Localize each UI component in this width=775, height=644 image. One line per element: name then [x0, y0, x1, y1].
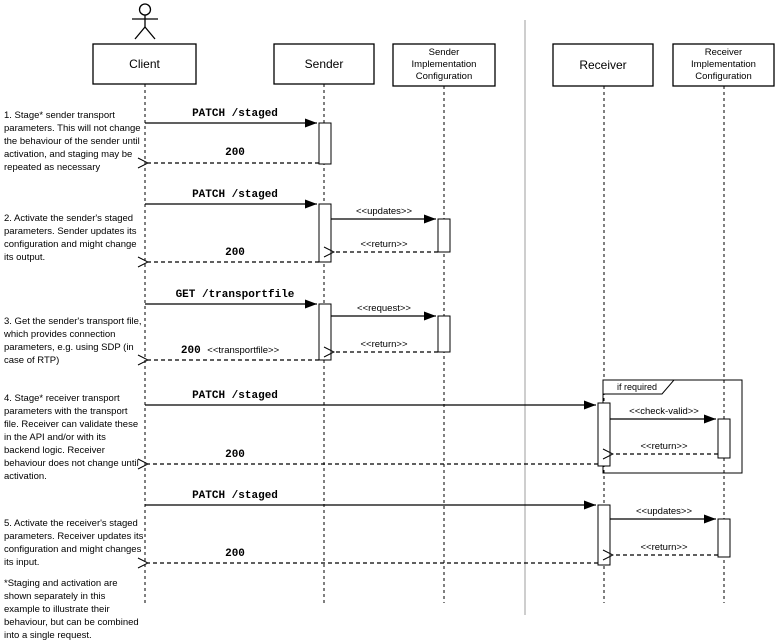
sender-box [273, 43, 375, 85]
fragment-label-shape [602, 379, 676, 395]
msg-s4-response: 200 [225, 449, 245, 461]
note-1: 1. Stage* sender transport parameters. T… [4, 110, 141, 173]
msg-s2-request: PATCH /staged [192, 189, 278, 201]
participant-client: Client [129, 57, 160, 71]
note-5: 5. Activate the receiver's staged parame… [4, 518, 144, 568]
msg-s3-return: <<return>> [360, 339, 408, 350]
msg-s2-return: <<return>> [360, 239, 408, 250]
msg-s5-request: PATCH /staged [192, 490, 278, 502]
fragment-label: if required [617, 382, 658, 392]
note-2: 2. Activate the sender's staged paramete… [4, 213, 137, 263]
sender-activation-3 [318, 303, 332, 361]
footnote: *Staging and activation are shown separa… [4, 578, 139, 641]
msg-s3-response-suffix: <<transportfile>> [207, 345, 280, 356]
participant-receiver: Receiver [579, 58, 627, 72]
sender-impl-activation-1 [437, 218, 451, 253]
msg-s4-check-valid: <<check-valid>> [629, 406, 699, 417]
msg-s4-return: <<return>> [640, 441, 688, 452]
actor-icon [132, 3, 158, 40]
note-3: 3. Get the sender's transport file, whic… [4, 316, 142, 366]
msg-s5-response: 200 [225, 548, 245, 560]
receiver-impl-activation-2 [717, 518, 731, 558]
msg-s3-request: GET /transportfile [175, 289, 295, 301]
receiver-impl-activation-1 [717, 418, 731, 459]
receiver-impl-box [672, 43, 775, 87]
sender-impl-activation-2 [437, 315, 451, 353]
msg-s5-return: <<return>> [640, 542, 688, 553]
msg-s1-response: 200 [225, 147, 245, 159]
msg-s2-updates: <<updates>> [356, 206, 412, 217]
msg-s5-updates: <<updates>> [636, 506, 692, 517]
participant-receiver-impl: Receiver Implementation Configuration [691, 47, 756, 82]
receiver-activation-2 [597, 504, 611, 566]
receiver-activation-1 [597, 402, 611, 467]
participant-sender: Sender [304, 57, 344, 71]
msg-s4-request: PATCH /staged [192, 390, 278, 402]
client-box [92, 43, 197, 85]
note-4: 4. Stage* receiver transport parameters … [4, 393, 139, 482]
msg-s3-response: 200 <<transportfile>> [130, 345, 330, 357]
msg-s1-request: PATCH /staged [192, 108, 278, 120]
sender-impl-box [392, 43, 496, 87]
receiver-box [552, 43, 654, 87]
sender-activation-1 [318, 122, 332, 165]
msg-s3-impl-request: <<request>> [357, 303, 411, 314]
msg-s2-response: 200 [225, 247, 245, 259]
participant-sender-impl: Sender Implementation Configuration [411, 47, 477, 82]
msg-s3-response-code: 200 [180, 345, 201, 357]
